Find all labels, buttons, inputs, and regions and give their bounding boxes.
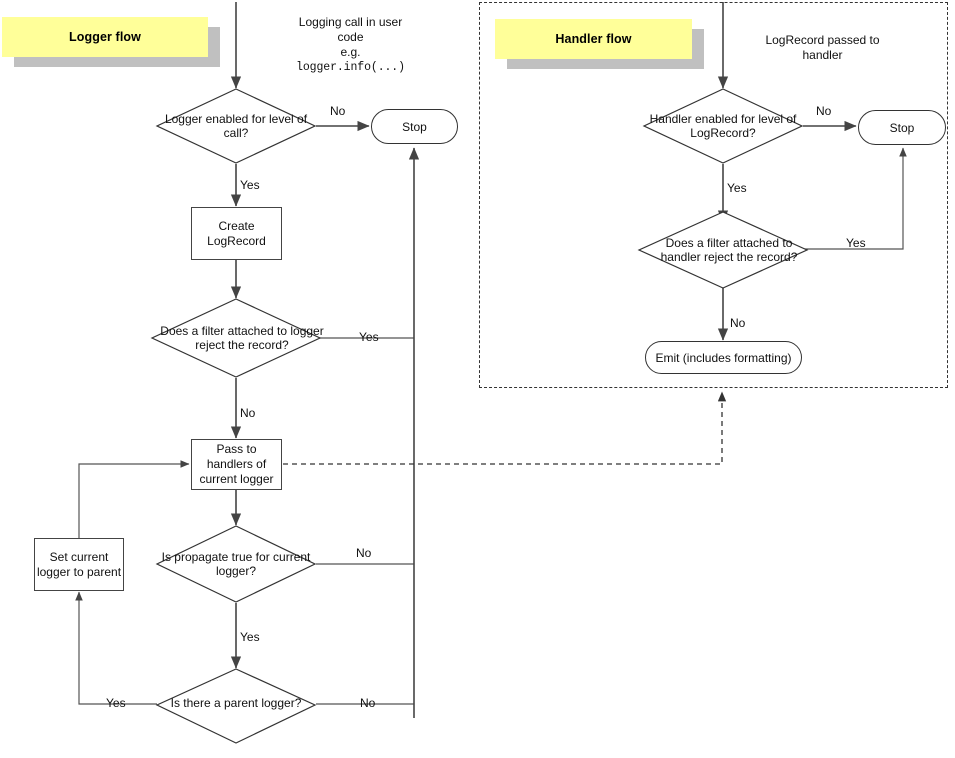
process-pass-to-handlers: Pass to handlers of current logger: [191, 439, 282, 490]
process-set-current-logger-to-parent: Set current logger to parent: [34, 538, 124, 591]
edge-label-handler-enabled-no: No: [816, 104, 832, 118]
handler-entry-line1: LogRecord passed to: [765, 33, 880, 47]
logger-entry-code: logger.info(...): [296, 61, 405, 74]
edge-label-logger-enabled-yes: Yes: [240, 178, 260, 192]
terminator-emit-label: Emit (includes formatting): [655, 350, 792, 365]
edge-label-propagate-no: No: [356, 546, 372, 560]
edge-pass-to-handler-group: [283, 391, 727, 465]
edge-label-has-parent-no: No: [360, 696, 376, 710]
terminator-emit: Emit (includes formatting): [645, 341, 802, 374]
edge-label-handler-filter-yes: Yes: [846, 236, 866, 250]
logger-flow-title-face: Logger flow: [2, 17, 208, 57]
edge-label-handler-filter-no: No: [730, 316, 746, 330]
logger-entry-line2: code: [337, 30, 364, 44]
edge-set-parent-to-pass: [78, 460, 190, 538]
terminator-logger-stop-label: Stop: [402, 119, 427, 134]
handler-entry-caption: LogRecord passed to handler: [730, 33, 915, 63]
process-pass-to-handlers-label: Pass to handlers of current logger: [199, 442, 274, 486]
edge-label-handler-enabled-yes: Yes: [727, 181, 747, 195]
terminator-handler-stop-label: Stop: [889, 120, 915, 135]
edge-handler-filter-yes: [803, 147, 907, 250]
edge-has-parent-yes: [75, 591, 157, 705]
handler-flow-group: [479, 2, 948, 388]
logger-flow-title-label: Logger flow: [69, 30, 141, 44]
logger-entry-line1: Logging call in user: [298, 15, 403, 29]
handler-flow-title-face: Handler flow: [495, 19, 692, 59]
terminator-handler-stop: Stop: [858, 110, 946, 145]
handler-flow-title-plate: Handler flow: [495, 19, 704, 69]
process-create-logrecord-label: Create LogRecord: [207, 218, 266, 248]
edge-label-logger-filter-no: No: [240, 406, 256, 420]
handler-entry-line2: handler: [802, 48, 843, 62]
edge-label-logger-enabled-no: No: [330, 104, 346, 118]
process-set-current-logger-to-parent-label: Set current logger to parent: [36, 549, 122, 579]
process-create-logrecord: Create LogRecord: [191, 207, 282, 260]
logger-flow-title-plate: Logger flow: [2, 17, 220, 67]
terminator-logger-stop: Stop: [371, 109, 458, 144]
edge-label-logger-filter-yes: Yes: [359, 330, 379, 344]
handler-flow-title-label: Handler flow: [555, 32, 632, 46]
edge-label-has-parent-yes: Yes: [106, 696, 126, 710]
edge-label-propagate-yes: Yes: [240, 630, 260, 644]
logger-entry-caption: Logging call in user code e.g. logger.in…: [243, 15, 458, 75]
logger-entry-line3: e.g.: [340, 45, 361, 59]
